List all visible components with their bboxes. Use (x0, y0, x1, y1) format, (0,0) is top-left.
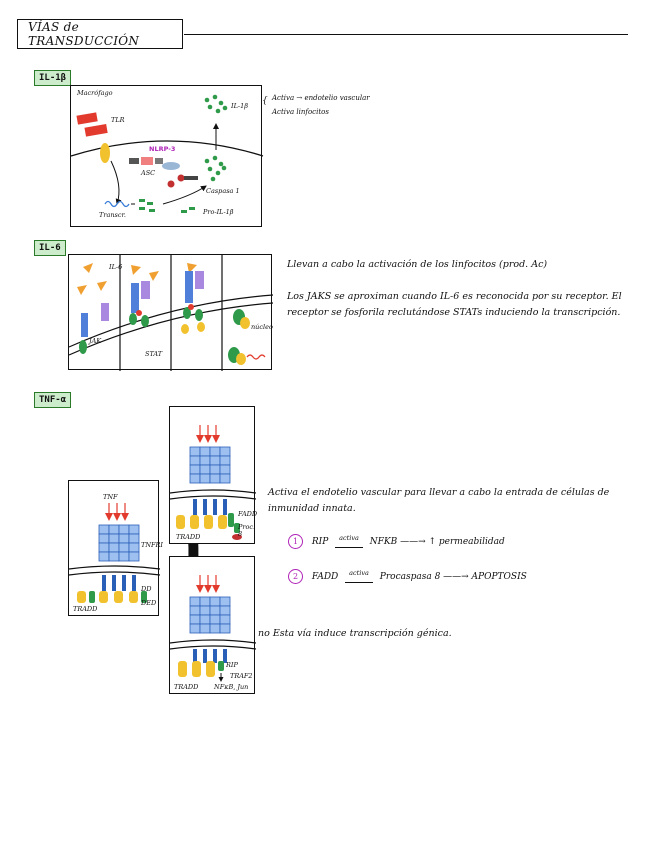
il6-panel: IL-6 JAK STAT núcleo (68, 254, 274, 371)
tnf-main-panel: TNF TNFRI DD DED TRADD (68, 480, 163, 616)
il6-ligand-label: IL-6 (109, 263, 123, 271)
il6-note-1: Llevan a cabo la activación de los linfo… (287, 259, 548, 270)
tnfr-receptor-grid (98, 524, 140, 562)
nucleo-label: núcleo (251, 323, 273, 331)
tlr-label: TLR (111, 116, 125, 124)
item-1-b: NFKB ——→ ↑ permeabilidad (369, 537, 505, 547)
tnf-item-rip: 1 RIP activa NFKB ——→ ↑ permeabilidad (288, 534, 505, 549)
il1b-mature-dots (204, 94, 228, 182)
tag-il6: IL-6 (34, 240, 66, 256)
tag-tnf: TNF-α (34, 392, 72, 408)
jak-label: JAK (89, 337, 102, 345)
effect-endotelio: Activa → endotelio vascular (272, 94, 370, 102)
mrna-wave (104, 200, 130, 208)
il1b-diagram (70, 94, 264, 213)
item-2-number: 2 (288, 569, 303, 584)
fadd-label: FADD (238, 510, 258, 518)
membrane-inner (68, 302, 274, 356)
tnf-main-diagram (68, 503, 161, 603)
caspasa-label: Caspasa 1 (206, 187, 240, 195)
tradd-label-fadd: TRADD (176, 533, 201, 541)
transcr-label: Transcr. (99, 211, 126, 219)
il1b-macrophage-panel: Macrófago TLR NLRP-3 ASC Caspasa 1 IL-1β… (70, 85, 264, 227)
tnf-note-2: no Esta vía induce transcripción génica. (258, 628, 452, 639)
tag-il1b: IL-1β (34, 70, 72, 86)
rip-label: RIP (226, 661, 238, 669)
tnf-label: TNF (103, 493, 118, 501)
tradd-label-rip: TRADD (174, 683, 199, 691)
title-rule (184, 34, 628, 35)
nlrp3-label: NLRP-3 (149, 145, 176, 153)
item-2-arrow: activa (345, 569, 373, 583)
item-2-a: FADD (311, 572, 339, 582)
tnf-fadd-diagram (169, 425, 257, 540)
tnf-fadd-panel: FADD Proc. 8 TRADD (169, 406, 258, 544)
macrophage-label: Macrófago (77, 89, 113, 97)
item-1-number: 1 (288, 534, 303, 549)
page-title: VÍAS de TRANSDUCCIÓN (17, 19, 183, 49)
membrane-outer (68, 294, 274, 348)
myd88-adaptor (100, 143, 110, 163)
dd-label: DD (141, 585, 152, 593)
pro-il1b-label: Pro-IL-1β (203, 208, 234, 216)
tlr-receptor (76, 112, 98, 125)
il1b-bracket: { (262, 96, 268, 106)
tnfr-label: TNFRI (141, 541, 163, 549)
il6-ligands (77, 263, 197, 295)
effect-linfocitos: Activa linfocitos (272, 108, 329, 116)
il6-note-2: Los JAKS se aproximan cuando IL-6 es rec… (287, 291, 622, 318)
il6-diagram (68, 255, 274, 371)
tnf-rip-panel: RIP TRAF2 TRADD NFκB, Jun (169, 556, 257, 694)
tnf-rip-diagram (169, 575, 257, 682)
tradd-label-main: TRADD (73, 605, 98, 613)
traf2-label: TRAF2 (230, 672, 253, 680)
cell-membrane (70, 140, 264, 157)
il1b-effects: Activa → endotelio vascular Activa linfo… (272, 91, 370, 119)
nfkb-jun-label: NFκB, Jun (214, 683, 249, 691)
ded-label: DED (141, 599, 157, 607)
tnf-item-fadd: 2 FADD activa Procaspasa 8 ——→ APOPTOSIS (288, 569, 527, 584)
proc8-label: Proc. 8 (238, 523, 256, 538)
item-1-arrow: activa (335, 534, 363, 548)
pro-il1b-dots (139, 199, 195, 213)
asc-label: ASC (141, 169, 156, 177)
item-2-b: Procaspasa 8 ——→ APOPTOSIS (379, 572, 527, 582)
il1b-inner-label: IL-1β (231, 102, 248, 110)
item-1-a: RIP (311, 537, 329, 547)
tnf-note-1: Activa el endotelio vascular para llevar… (268, 487, 610, 514)
stat-label: STAT (145, 350, 163, 358)
